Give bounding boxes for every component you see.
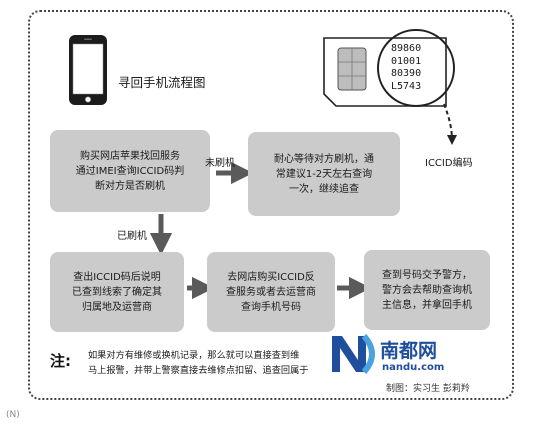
box-wait-for-flash: 耐心等待对方刷机，通 常建议1-2天左右查询 一次，继续追查	[248, 132, 400, 216]
sim-card-icon	[323, 37, 447, 107]
box-iccid-found: 查出ICCID码后说明 已查到线索了确定其 归属地及运营商	[50, 252, 184, 332]
iccid-dashed-arrow	[443, 103, 457, 145]
dotted-frame	[28, 10, 514, 400]
nandu-logo-en: nandu.com	[382, 362, 445, 373]
label-flashed: 已刷机	[117, 231, 147, 242]
box-report-to-police: 查到号码交予警方， 警方会去帮助查询机 主信息，并拿回手机	[364, 250, 490, 330]
iccid-label: ICCID编码	[425, 158, 473, 169]
credit-line: 制图：实习生 彭莉羚	[386, 384, 470, 394]
note-text: 如果对方有维修或换机记录，那么就可以直接查到维 马上报警，并带上警察直接去维修点…	[88, 350, 309, 376]
nandu-logo-mark	[332, 334, 375, 374]
diagram-title: 寻回手机流程图	[118, 75, 206, 90]
magnifier-circle-icon	[377, 29, 455, 107]
smartphone-icon	[69, 35, 107, 105]
box-buy-recovery-service: 购买网店苹果找回服务 通过IMEI查询ICCID码判 断对方是否刷机	[50, 130, 210, 212]
corner-mark: (N)	[6, 410, 20, 420]
note-label: 注:	[50, 352, 71, 370]
sim-card-number: 89860 01001 80390 L5743	[391, 43, 422, 92]
box-reverse-lookup: 去网店购买ICCID反 查服务或者去运营商 查询手机号码	[207, 252, 335, 332]
label-not-flashed: 未刷机	[205, 158, 235, 169]
nandu-logo-cn: 南都网	[380, 340, 438, 362]
